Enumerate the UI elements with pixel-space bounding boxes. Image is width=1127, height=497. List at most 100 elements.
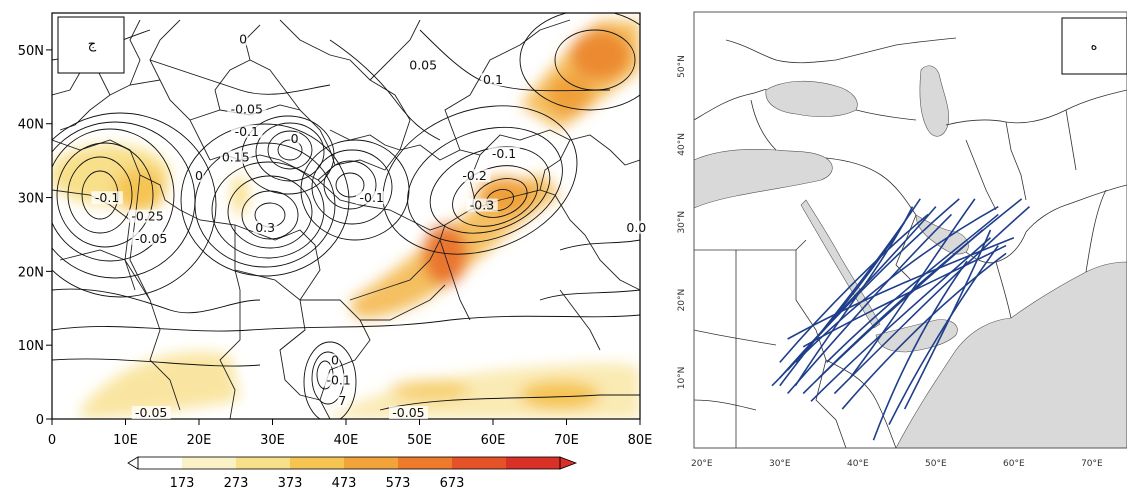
contour-label-bg bbox=[458, 169, 491, 183]
contour-label-bg bbox=[253, 220, 278, 234]
contour-label: 0.05 bbox=[409, 57, 437, 72]
left-axis-ticks: 0 10E 20E 30E 40E 50E 60E 70E 80E 0 10N 20N 30N 40N 50… bbox=[18, 44, 653, 448]
storm-track bbox=[794, 205, 999, 363]
lat-tick-label: 40N bbox=[18, 118, 44, 133]
colorbar-high-arrow bbox=[559, 456, 578, 470]
lon-tick-label: 30E bbox=[260, 433, 285, 448]
storm-track bbox=[802, 244, 1007, 348]
colorbar-segment bbox=[182, 457, 237, 469]
contour-label-bg bbox=[388, 406, 428, 420]
right-lon-tick-label: 20°E bbox=[691, 459, 713, 469]
lon-tick-label: 20E bbox=[187, 433, 212, 448]
contour-label: -0.1 bbox=[235, 124, 259, 139]
contour-label-bg bbox=[131, 406, 171, 420]
storm-track bbox=[849, 198, 976, 379]
storm-track bbox=[833, 206, 1031, 395]
left-map-svg: 0 10E 20E 30E 40E 50E 60E 70E 80E 0 10N 20N 30N 40N 50… bbox=[18, 12, 653, 491]
storm-tracks bbox=[771, 198, 1031, 441]
colorbar-tick-label: 473 bbox=[332, 476, 357, 491]
colorbar: 173 273 373 473 573 673 bbox=[127, 456, 578, 491]
gray-area bbox=[919, 65, 949, 137]
right-lat-tick-label: 30°N bbox=[677, 211, 687, 234]
contour-label-bg bbox=[230, 124, 263, 138]
gray-areas bbox=[694, 65, 1127, 448]
contour-label: -0.05 bbox=[392, 405, 424, 420]
contour-label: -0.05 bbox=[135, 405, 167, 420]
colorbar-tick-label: 573 bbox=[386, 476, 411, 491]
colorbar-segment bbox=[344, 457, 399, 469]
storm-track bbox=[787, 213, 953, 395]
country-borders bbox=[52, 19, 640, 419]
storm-track bbox=[771, 221, 906, 387]
contour-label-bg bbox=[91, 191, 123, 205]
lat-tick-label: 50N bbox=[18, 44, 44, 59]
contour-label-bg bbox=[337, 394, 348, 408]
contour-label: -0.05 bbox=[135, 231, 167, 246]
storm-track bbox=[794, 206, 914, 387]
lat-tick-label: 0 bbox=[36, 413, 44, 428]
colorbar-segment bbox=[452, 457, 507, 469]
storm-track bbox=[903, 229, 992, 410]
contour-lines bbox=[52, 13, 640, 419]
contour-label: 0 bbox=[195, 168, 203, 183]
right-lon-tick-label: 30°E bbox=[769, 459, 791, 469]
contour-label-bg bbox=[128, 209, 168, 223]
lon-tick-label: 60E bbox=[481, 433, 506, 448]
colorbar-segment bbox=[398, 457, 453, 469]
lon-tick-label: 70E bbox=[554, 433, 579, 448]
contour-label: -0.1 bbox=[95, 190, 119, 205]
contour-label-bg bbox=[624, 220, 649, 234]
lon-tick-label: 50E bbox=[407, 433, 432, 448]
right-panel-label-box bbox=[1061, 17, 1127, 75]
colorbar-segment bbox=[236, 457, 291, 469]
right-lon-tick-label: 50°E bbox=[925, 459, 947, 469]
colorbar-tick-label: 673 bbox=[440, 476, 465, 491]
contour-label-bg bbox=[289, 132, 300, 146]
lon-tick-label: 40E bbox=[334, 433, 359, 448]
left-panel-label: ج bbox=[88, 37, 97, 52]
right-lon-tick-label: 70°E bbox=[1081, 459, 1103, 469]
colorbar-tick-label: 373 bbox=[278, 476, 303, 491]
lon-tick-label: 80E bbox=[628, 433, 653, 448]
right-lat-tick-label: 10°N bbox=[677, 367, 687, 390]
contour-label: -0.2 bbox=[462, 168, 486, 183]
right-lat-tick-label: 50°N bbox=[677, 55, 687, 78]
right-country-borders bbox=[694, 37, 1127, 448]
colorbar-tick-label: 273 bbox=[224, 476, 249, 491]
right-lon-tick-label: 40°E bbox=[847, 459, 869, 469]
right-lon-tick-label: 60°E bbox=[1003, 459, 1025, 469]
contour-label: 0 bbox=[331, 353, 339, 368]
colorbar-segment bbox=[506, 457, 561, 469]
lon-tick-label: 10E bbox=[113, 433, 138, 448]
contour-label: -0.1 bbox=[492, 146, 516, 161]
contour-label: -0.1 bbox=[360, 190, 384, 205]
contour-label: -0.1 bbox=[326, 373, 350, 388]
contour-label: -0.25 bbox=[131, 209, 163, 224]
lon-tick-label: 0 bbox=[48, 433, 56, 448]
gray-area bbox=[800, 199, 881, 329]
contour-label: 0.0 bbox=[626, 220, 646, 235]
contour-label: 0.1 bbox=[483, 72, 503, 87]
lat-tick-label: 10N bbox=[18, 339, 44, 354]
contour-label-bg bbox=[322, 373, 355, 387]
colorbar-frame bbox=[137, 456, 561, 470]
storm-track bbox=[787, 237, 1015, 340]
left-map-panel: 0 10E 20E 30E 40E 50E 60E 70E 80E 0 10N 20N 30N 40N 50… bbox=[18, 12, 653, 491]
contour-label: -0.3 bbox=[470, 198, 494, 213]
contour-label: 0 bbox=[291, 131, 299, 146]
contour-label-bg bbox=[480, 73, 506, 87]
right-map-frame bbox=[693, 11, 1127, 449]
contour-label-bg bbox=[194, 169, 204, 183]
lat-tick-label: 20N bbox=[18, 265, 44, 280]
contour-label-bg bbox=[227, 102, 267, 116]
contour-label-bg bbox=[330, 353, 340, 367]
colorbar-tick-label: 173 bbox=[170, 476, 195, 491]
right-lat-tick-label: 40°N bbox=[677, 133, 687, 156]
contour-label-bg bbox=[355, 191, 388, 205]
lat-tick-label: 30N bbox=[18, 192, 44, 207]
contour-label-bg bbox=[131, 231, 171, 245]
gray-area bbox=[694, 149, 833, 209]
